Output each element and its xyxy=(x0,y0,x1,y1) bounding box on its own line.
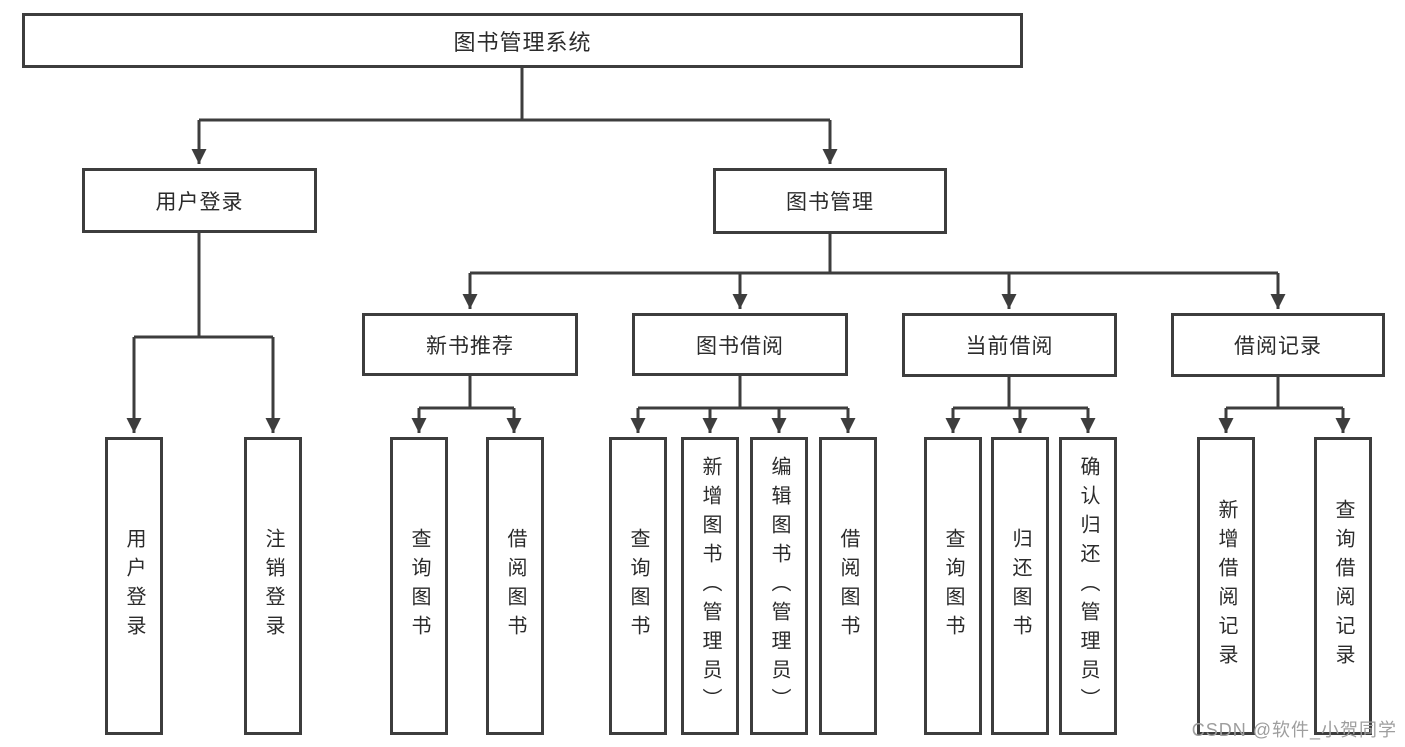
leaf-confirm-return-admin: 确认归还（管理员） xyxy=(1059,437,1117,735)
leaf-user-login: 用户登录 xyxy=(105,437,163,735)
node-user-login: 用户登录 xyxy=(82,168,317,233)
leaf-query-books-recommend-label: 查询图书 xyxy=(408,528,430,644)
leaf-query-borrow-record: 查询借阅记录 xyxy=(1314,437,1372,735)
leaf-confirm-return-admin-label: 确认归还（管理员） xyxy=(1077,455,1099,717)
node-book-borrow-label: 图书借阅 xyxy=(696,334,784,358)
leaf-return-books: 归还图书 xyxy=(991,437,1049,735)
node-current-borrow: 当前借阅 xyxy=(902,313,1117,377)
leaf-edit-books-admin-label: 编辑图书（管理员） xyxy=(768,455,790,717)
leaf-add-borrow-record-label: 新增借阅记录 xyxy=(1215,499,1237,673)
leaf-return-books-label: 归还图书 xyxy=(1009,528,1031,644)
leaf-query-borrow-record-label: 查询借阅记录 xyxy=(1332,499,1354,673)
node-current-borrow-label: 当前借阅 xyxy=(965,335,1054,358)
leaf-user-login-label: 用户登录 xyxy=(123,528,145,644)
leaf-query-books-recommend: 查询图书 xyxy=(390,437,448,735)
leaf-borrow-books-recommend-label: 借阅图书 xyxy=(504,528,526,644)
leaf-edit-books-admin: 编辑图书（管理员） xyxy=(750,437,808,735)
leaf-borrow-books-label: 借阅图书 xyxy=(837,528,859,644)
node-root-label: 图书管理系统 xyxy=(453,29,592,55)
leaf-add-borrow-record: 新增借阅记录 xyxy=(1197,437,1255,735)
leaf-query-books-borrow-label: 查询图书 xyxy=(627,528,649,644)
node-borrow-records: 借阅记录 xyxy=(1171,313,1385,377)
node-new-book-recommend-label: 新书推荐 xyxy=(426,334,514,358)
leaf-borrow-books: 借阅图书 xyxy=(819,437,877,735)
leaf-query-books-current-label: 查询图书 xyxy=(942,528,964,644)
node-borrow-records-label: 借阅记录 xyxy=(1234,335,1322,358)
watermark: CSDN @软件_小贺同学 xyxy=(1191,720,1397,740)
leaf-borrow-books-recommend: 借阅图书 xyxy=(486,437,544,735)
node-new-book-recommend: 新书推荐 xyxy=(362,313,578,376)
leaf-add-books-admin: 新增图书（管理员） xyxy=(681,437,739,735)
leaf-query-books-borrow: 查询图书 xyxy=(609,437,667,735)
leaf-query-books-current: 查询图书 xyxy=(924,437,982,735)
leaf-logout-label: 注销登录 xyxy=(262,528,284,644)
node-book-borrow: 图书借阅 xyxy=(632,313,848,376)
leaf-add-books-admin-label: 新增图书（管理员） xyxy=(699,455,721,717)
leaf-logout: 注销登录 xyxy=(244,437,302,735)
node-user-login-label: 用户登录 xyxy=(155,190,244,214)
node-book-management: 图书管理 xyxy=(713,168,947,234)
node-book-management-label: 图书管理 xyxy=(786,191,874,214)
node-root: 图书管理系统 xyxy=(22,13,1023,68)
